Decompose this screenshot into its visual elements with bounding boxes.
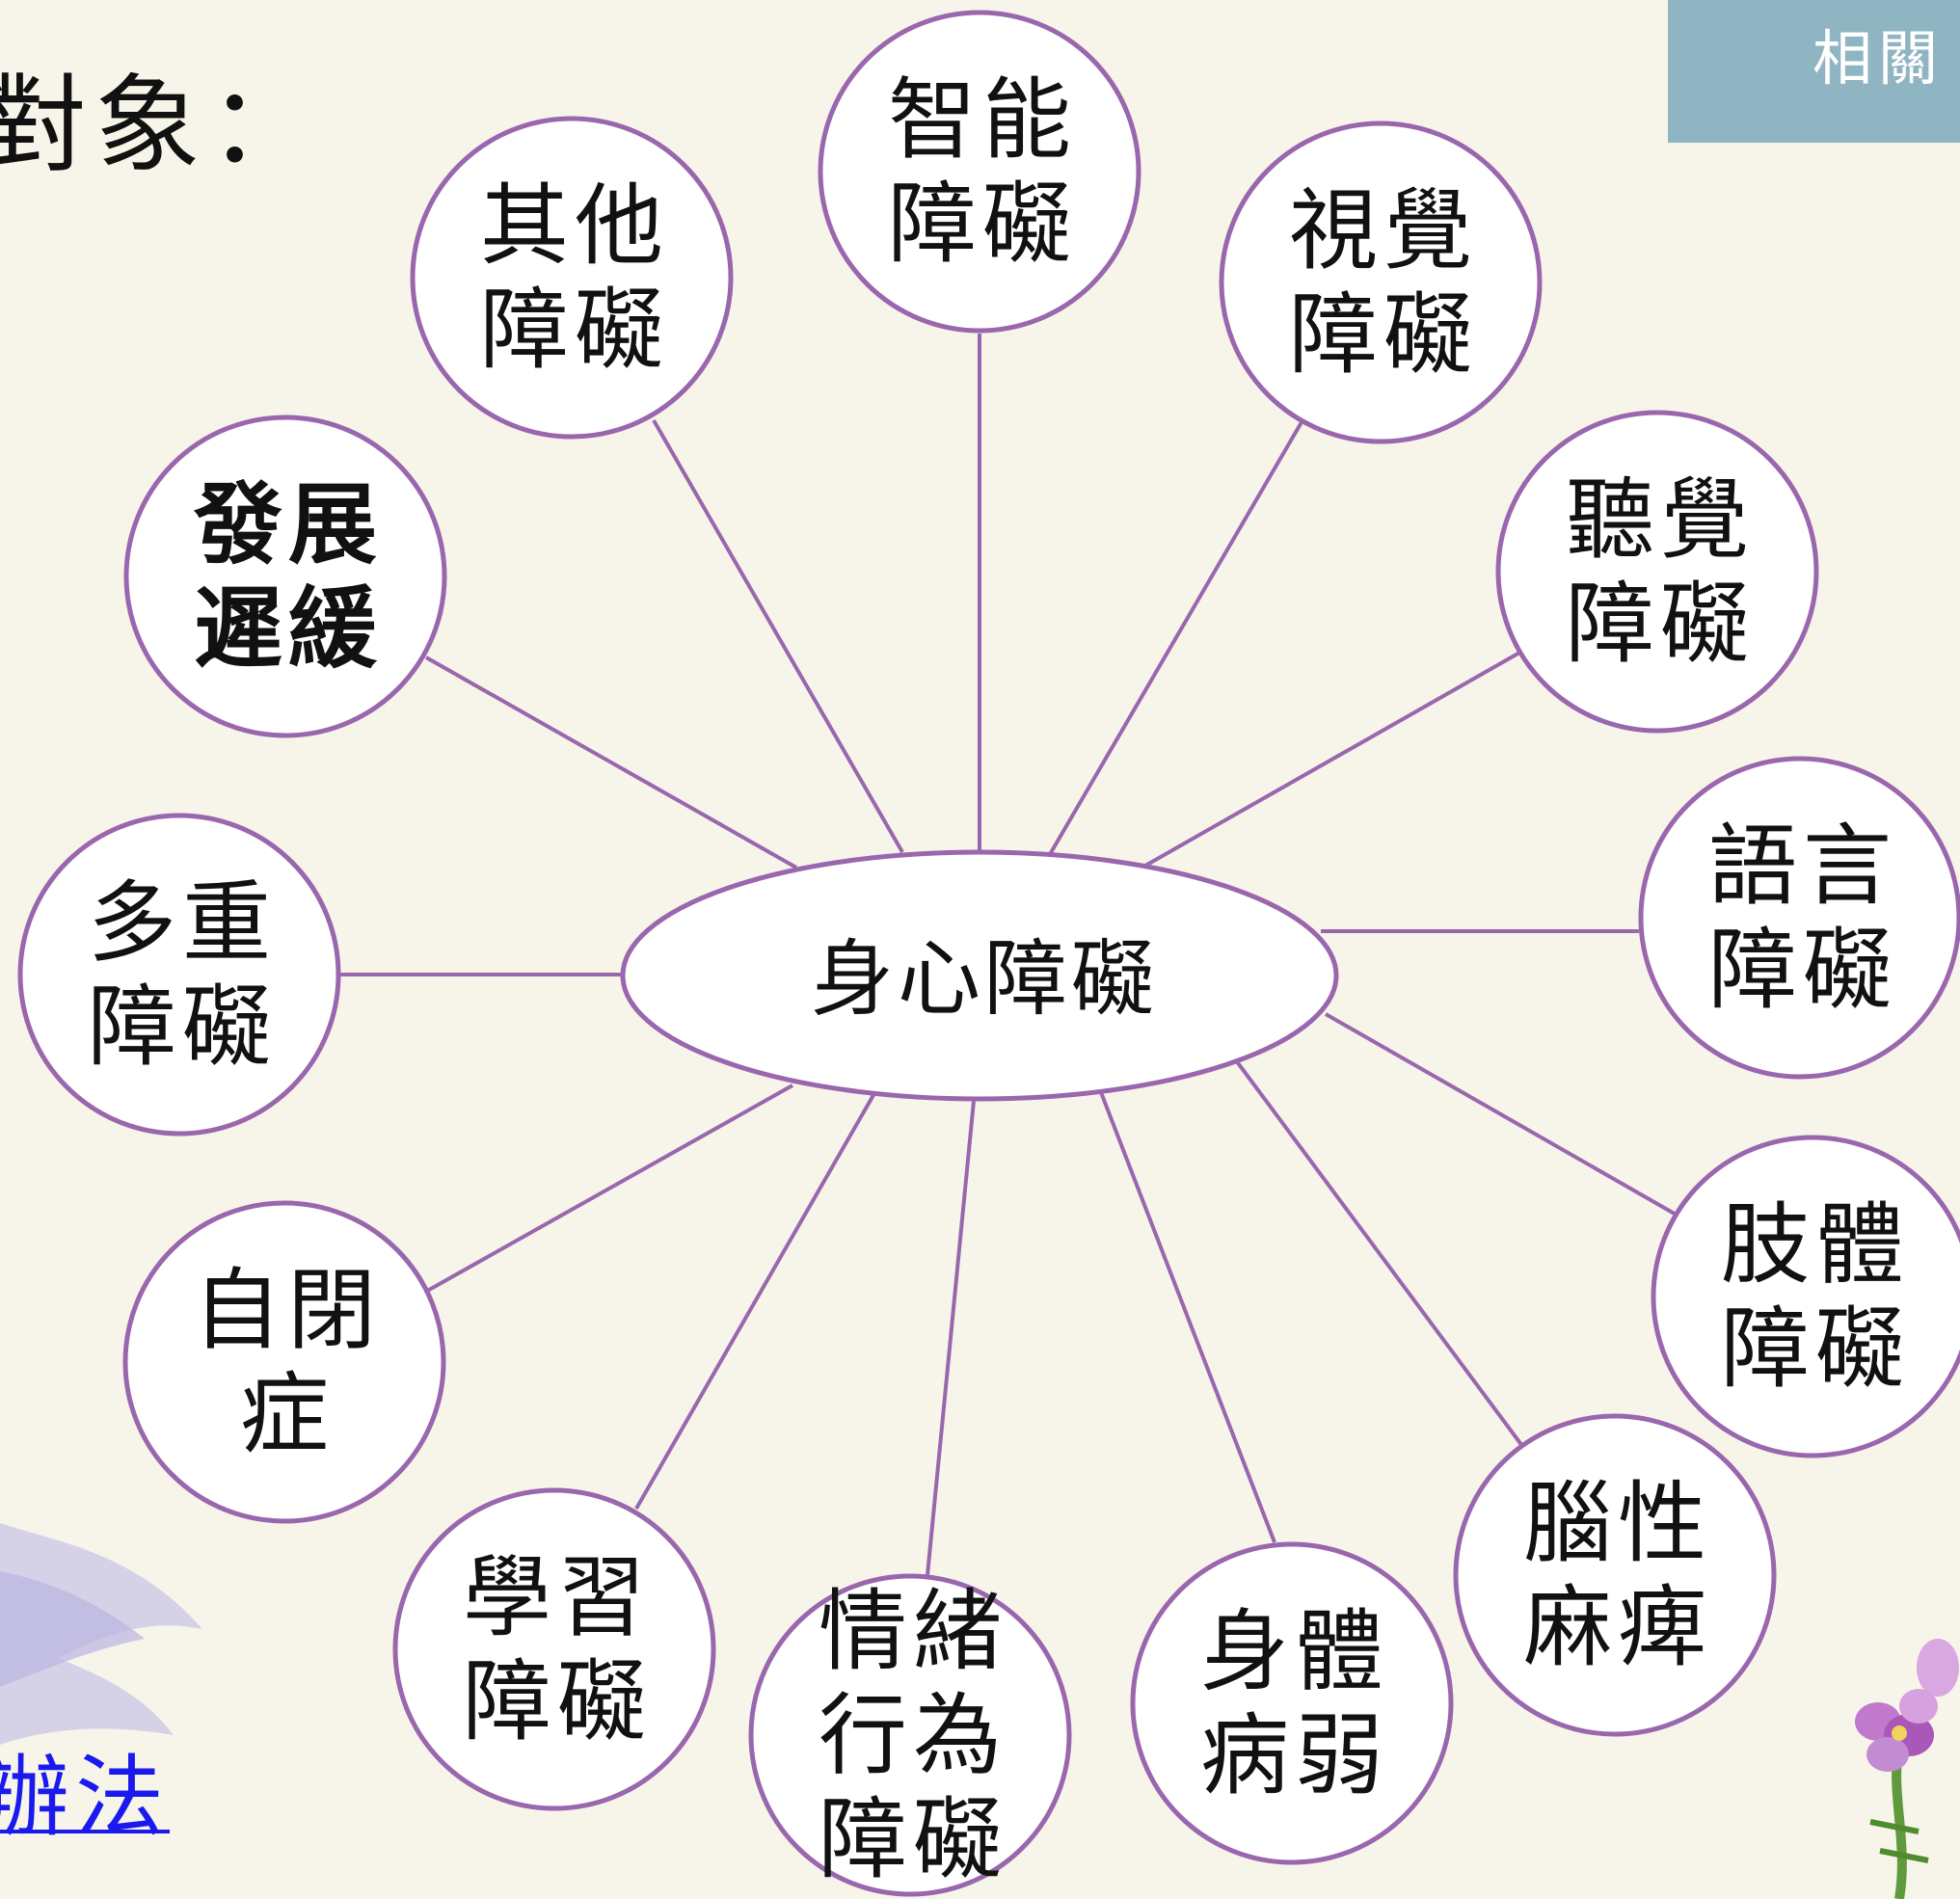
category-nodes: 智能障礙視覺障礙聽覺障礙語言障礙肢體障礙腦性麻痺身體病弱情緒行為障礙學習障礙自閉… xyxy=(17,10,1960,1897)
node-circle-multiple xyxy=(17,813,341,1137)
node-circle-hearing xyxy=(1495,410,1819,734)
center-node: 身心障礙 xyxy=(620,849,1339,1102)
node-label-emotional-behavioral: 障礙 xyxy=(819,1788,1007,1891)
node-circle-emotional-behavioral xyxy=(748,1573,1072,1897)
node-label-physical: 肢體 xyxy=(1721,1193,1910,1297)
node-label-emotional-behavioral: 行為 xyxy=(819,1684,1007,1787)
node-circle-physical xyxy=(1651,1135,1960,1458)
connector-hearing xyxy=(1144,650,1522,868)
node-label-cerebral-palsy: 腦性 xyxy=(1523,1472,1712,1575)
node-label-cerebral-palsy: 麻痺 xyxy=(1523,1576,1712,1679)
node-label-physical: 障礙 xyxy=(1721,1297,1910,1401)
node-autism: 自閉症 xyxy=(122,1200,446,1524)
node-circle-visual xyxy=(1219,120,1543,444)
flower-decoration-icon xyxy=(1855,1639,1959,1899)
node-circle-cerebral-palsy xyxy=(1453,1413,1777,1737)
node-circle-autism xyxy=(122,1200,446,1524)
node-label-learning: 學習 xyxy=(463,1546,652,1649)
corner-tag: 相關 xyxy=(1668,0,1960,143)
node-label-autism: 自閉 xyxy=(193,1259,382,1362)
connector-other xyxy=(652,419,904,853)
node-circle-health-impairment xyxy=(1130,1541,1454,1865)
node-label-learning: 障礙 xyxy=(463,1650,652,1753)
node-label-intellectual: 障礙 xyxy=(888,173,1077,276)
node-label-speech: 語言 xyxy=(1708,815,1897,918)
connector-lines xyxy=(339,334,1680,1576)
node-label-visual: 障礙 xyxy=(1289,283,1478,387)
connector-cerebral-palsy xyxy=(1234,1058,1524,1448)
connector-developmental-delay xyxy=(425,655,797,869)
center-label: 身心障礙 xyxy=(811,931,1158,1028)
slide-heading: 對象： xyxy=(0,64,322,187)
node-label-health-impairment: 身體 xyxy=(1200,1600,1389,1703)
node-label-multiple: 障礙 xyxy=(88,976,277,1079)
node-label-emotional-behavioral: 情緒 xyxy=(819,1580,1007,1683)
node-label-multiple: 多重 xyxy=(88,871,277,975)
node-label-developmental-delay: 發展 xyxy=(193,472,383,576)
node-label-visual: 視覺 xyxy=(1289,179,1478,282)
node-label-hearing: 障礙 xyxy=(1566,573,1755,676)
node-label-intellectual: 智能 xyxy=(888,68,1077,172)
regulation-link[interactable]: 辦法 xyxy=(0,1746,171,1849)
connector-autism xyxy=(421,1083,793,1296)
connector-visual xyxy=(1047,420,1303,858)
connector-physical xyxy=(1325,1012,1680,1218)
brush-swoosh-decoration xyxy=(0,1523,202,1745)
node-label-hearing: 聽覺 xyxy=(1566,468,1755,572)
node-circle-other xyxy=(410,116,734,440)
node-label-other: 障礙 xyxy=(480,279,669,382)
node-circle-developmental-delay xyxy=(123,415,447,738)
node-label-health-impairment: 病弱 xyxy=(1200,1704,1389,1807)
connector-health-impairment xyxy=(1097,1086,1276,1543)
node-label-autism: 症 xyxy=(240,1363,335,1466)
connector-learning xyxy=(634,1094,875,1510)
center-ellipse xyxy=(620,849,1339,1102)
node-label-speech: 障礙 xyxy=(1708,919,1897,1022)
node-circle-speech xyxy=(1638,756,1960,1080)
node-circle-intellectual xyxy=(818,10,1141,334)
node-circle-learning xyxy=(392,1487,716,1811)
connector-emotional-behavioral xyxy=(926,1100,976,1576)
node-label-other: 其他 xyxy=(480,174,669,278)
node-label-developmental-delay: 遲緩 xyxy=(194,576,383,681)
